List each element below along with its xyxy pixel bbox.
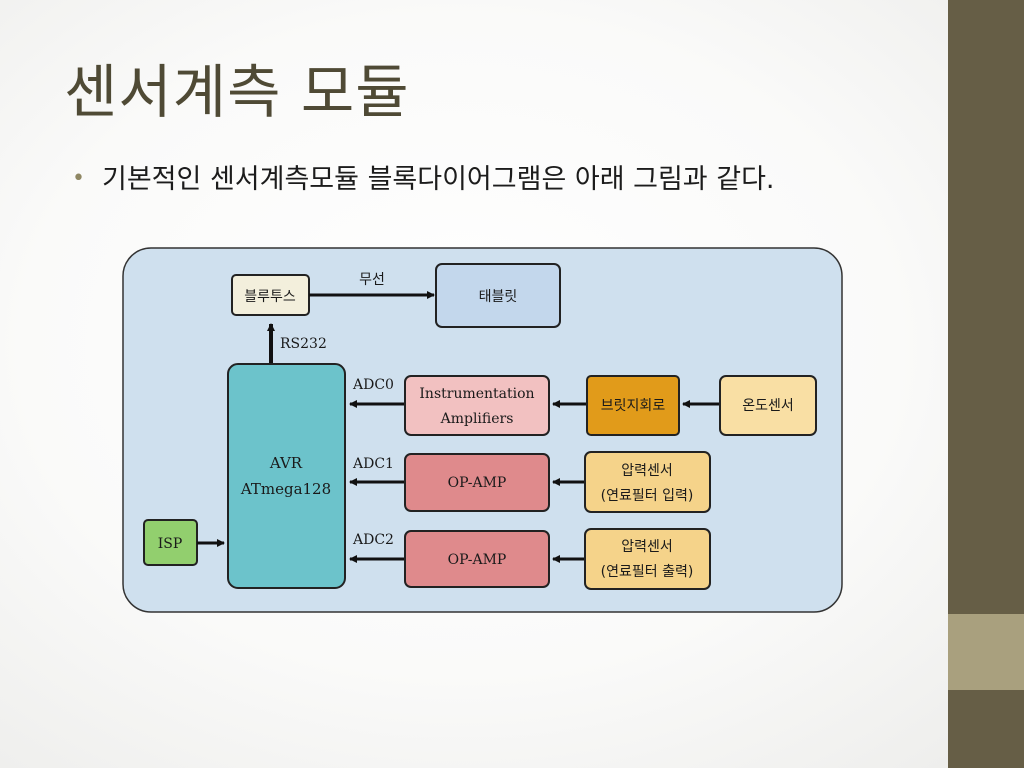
bullet-dot-icon: • xyxy=(72,166,85,191)
bullet-item: • 기본적인 센서계측모듈 블록다이어그램은 아래 그림과 같다. xyxy=(72,162,902,198)
side-bar-accent xyxy=(948,614,1024,690)
pressure1-label-line1: 압력센서 xyxy=(621,463,673,479)
bridge-label: 브릿지회로 xyxy=(601,398,666,414)
instr-label-line2: Amplifiers xyxy=(440,411,514,427)
pressure1-label-line2: (연료필터 입력) xyxy=(601,488,694,504)
pressure2-label-line1: 압력센서 xyxy=(621,539,673,555)
adc0-label: ADC0 xyxy=(352,377,394,393)
wireless-label: 무선 xyxy=(359,272,385,288)
temp-sensor-label: 온도센서 xyxy=(742,398,794,414)
isp-block: ISP xyxy=(143,519,198,566)
bluetooth-label: 블루투스 xyxy=(244,289,296,305)
tablet-label: 태블릿 xyxy=(479,289,518,305)
tablet-block: 태블릿 xyxy=(435,263,561,328)
isp-label: ISP xyxy=(158,536,183,552)
avr-label-line2: ATmega128 xyxy=(240,480,331,498)
avr-block: AVR ATmega128 xyxy=(227,363,346,589)
adc2-label: ADC2 xyxy=(352,532,394,548)
adc1-label: ADC1 xyxy=(352,456,394,472)
side-bar xyxy=(948,0,1024,768)
instr-label-line1: Instrumentation xyxy=(419,386,534,402)
pressure-sensor-input-block: 압력센서 (연료필터 입력) xyxy=(584,451,711,513)
temperature-sensor-block: 온도센서 xyxy=(719,375,817,436)
slide-title: 센서계측 모듈 xyxy=(64,58,410,126)
opamp1-label: OP-AMP xyxy=(448,475,507,491)
pressure-sensor-output-block: 압력센서 (연료필터 출력) xyxy=(584,528,711,590)
opamp-block-1: OP-AMP xyxy=(404,453,550,512)
avr-label-line1: AVR xyxy=(269,454,303,472)
bridge-circuit-block: 브릿지회로 xyxy=(586,375,680,436)
opamp2-label: OP-AMP xyxy=(448,552,507,568)
opamp-block-2: OP-AMP xyxy=(404,530,550,588)
instrumentation-amplifier-block: Instrumentation Amplifiers xyxy=(404,375,550,436)
pressure2-label-line2: (연료필터 출력) xyxy=(601,564,694,580)
rs232-label: RS232 xyxy=(280,336,327,352)
block-diagram: 블루투스 무선 태블릿 RS232 AVR ATmega128 ISP ADC0… xyxy=(122,247,843,613)
bullet-text: 기본적인 센서계측모듈 블록다이어그램은 아래 그림과 같다. xyxy=(102,164,775,195)
bluetooth-block: 블루투스 xyxy=(231,274,310,316)
